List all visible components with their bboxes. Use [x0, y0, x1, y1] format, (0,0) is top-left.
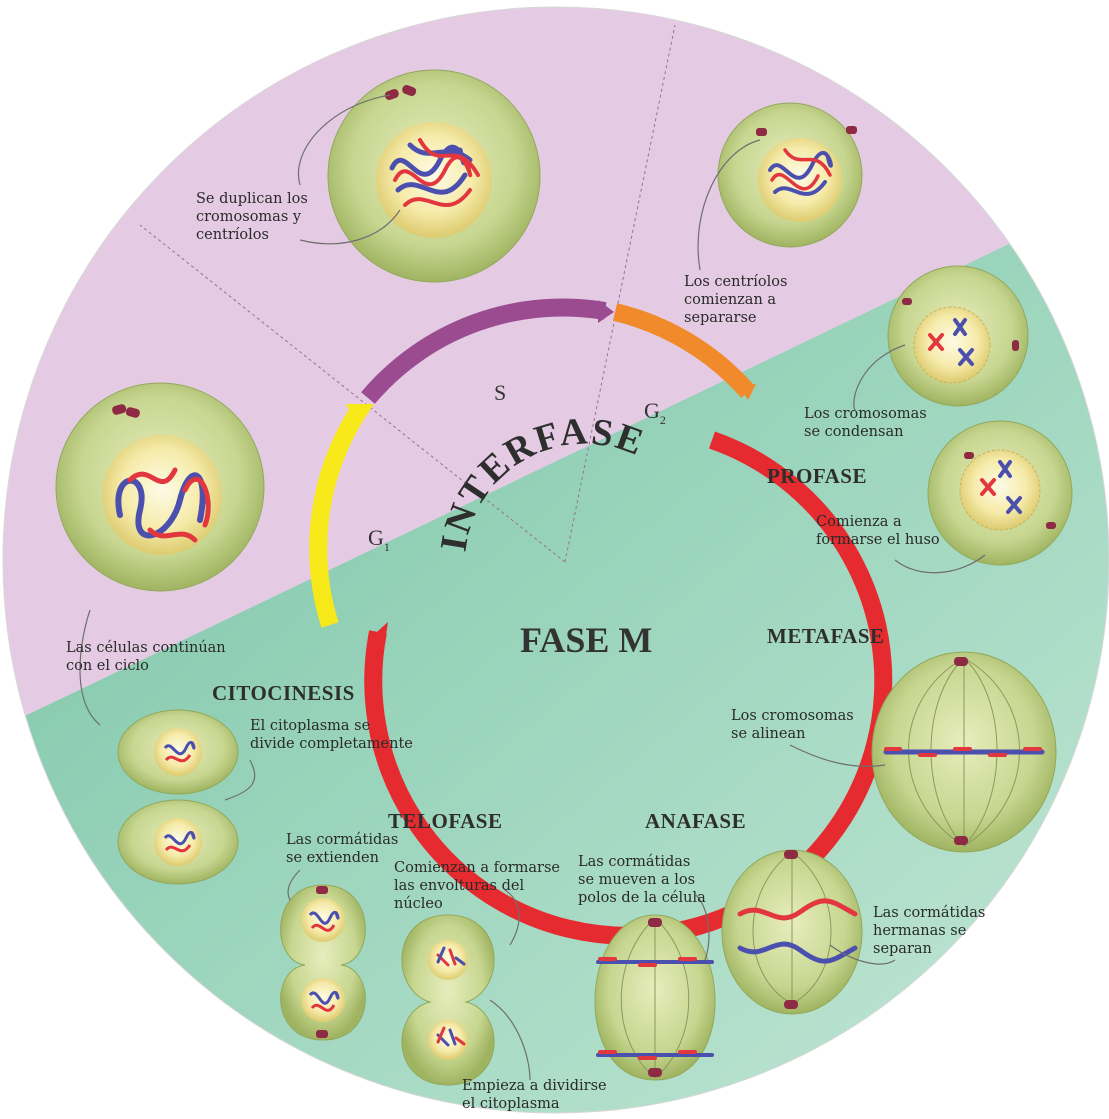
svg-text:centríolos: centríolos: [196, 227, 269, 243]
centriole: [316, 886, 328, 894]
cell-anaphase-right: [722, 850, 862, 1014]
svg-text:Comienza a: Comienza a: [816, 514, 902, 530]
svg-text:Las cormátidas: Las cormátidas: [286, 832, 398, 848]
svg-text:cromosomas y: cromosomas y: [196, 209, 302, 225]
annotation-hermanas: Las cormátidas hermanas se separan: [873, 905, 985, 957]
svg-text:Las cormátidas: Las cormátidas: [578, 854, 690, 870]
svg-text:Las cormátidas: Las cormátidas: [873, 905, 985, 921]
citocinesis-title: CITOCINESIS: [212, 681, 355, 705]
centriole: [648, 1068, 662, 1077]
centriole: [954, 657, 968, 666]
svg-text:Se duplican los: Se duplican los: [196, 191, 308, 207]
svg-text:comienzan a: comienzan a: [684, 292, 776, 308]
centriole: [1046, 522, 1056, 529]
svg-text:Comienzan a formarse: Comienzan a formarse: [394, 860, 560, 876]
svg-text:núcleo: núcleo: [394, 896, 443, 912]
svg-text:separarse: separarse: [684, 310, 756, 326]
centriole: [902, 298, 912, 305]
centriole: [954, 836, 968, 845]
centriole: [964, 452, 974, 459]
centriole: [316, 1030, 328, 1038]
svg-text:se alinean: se alinean: [731, 726, 805, 742]
metafase-title: METAFASE: [767, 624, 885, 648]
svg-text:se mueven a los: se mueven a los: [578, 872, 695, 888]
svg-text:Los cromosomas: Los cromosomas: [731, 708, 854, 724]
svg-text:El citoplasma se: El citoplasma se: [250, 718, 370, 734]
cell-metaphase: [872, 652, 1056, 852]
fase-m-title: FASE M: [520, 620, 652, 660]
centriole: [1012, 340, 1019, 351]
svg-text:Las células continúan: Las células continúan: [66, 640, 226, 656]
anafase-title: ANAFASE: [645, 809, 746, 833]
svg-text:formarse el huso: formarse el huso: [816, 532, 940, 548]
svg-text:con el ciclo: con el ciclo: [66, 658, 149, 674]
centriole: [784, 1000, 798, 1009]
cell-s-phase: [328, 70, 540, 282]
svg-text:divide completamente: divide completamente: [250, 736, 413, 752]
svg-text:se condensan: se condensan: [804, 424, 903, 440]
cell-g1-phase: [56, 383, 264, 591]
svg-text:Empieza a dividirse: Empieza a dividirse: [462, 1078, 607, 1094]
cell-prophase-2: [928, 421, 1072, 565]
svg-text:el citoplasma: el citoplasma: [462, 1096, 560, 1112]
svg-text:se extienden: se extienden: [286, 850, 379, 866]
centriole: [756, 128, 767, 136]
profase-title: PROFASE: [767, 464, 867, 488]
annotation-mueven: Las cormátidas se mueven a los polos de …: [578, 854, 706, 906]
svg-text:las envolturas del: las envolturas del: [394, 878, 524, 894]
cell-anaphase-left: [595, 915, 715, 1080]
centriole: [846, 126, 857, 134]
svg-text:hermanas se: hermanas se: [873, 923, 966, 939]
cell-g2-phase: [718, 103, 862, 247]
centriole: [648, 918, 662, 927]
svg-text:Los centríolos: Los centríolos: [684, 274, 787, 290]
svg-text:polos de la célula: polos de la célula: [578, 890, 706, 906]
telofase-title: TELOFASE: [388, 809, 502, 833]
svg-text:separan: separan: [873, 941, 932, 957]
svg-text:Los cromosomas: Los cromosomas: [804, 406, 927, 422]
s-label: S: [494, 380, 506, 405]
cell-prophase-1: [888, 266, 1028, 406]
centriole: [784, 850, 798, 859]
